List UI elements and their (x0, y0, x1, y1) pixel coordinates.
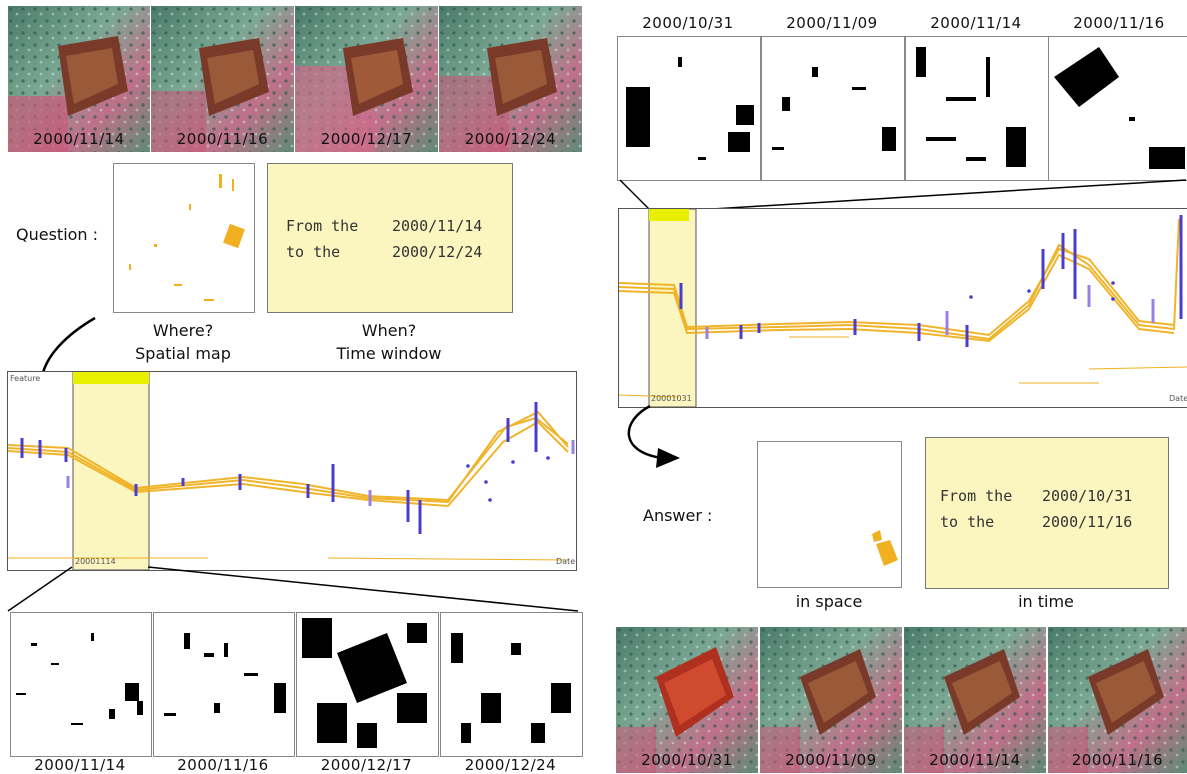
time-window-box: From the 2000/11/14 to the 2000/12/24 (267, 163, 513, 313)
satellite-image: 2000/11/14 (904, 627, 1046, 773)
answer-spatial-map (757, 441, 902, 588)
image-date: 2000/11/16 (1073, 14, 1165, 32)
image-date: 2000/10/31 (641, 751, 733, 769)
window-from-date: 2000/11/14 (392, 217, 483, 235)
image-date: 2000/12/17 (320, 130, 413, 148)
in-time-label: in time (1018, 592, 1074, 611)
satellite-image: 2000/10/31 (616, 627, 758, 773)
image-date: 2000/11/14 (929, 751, 1021, 769)
window-from-date: 2000/10/31 (1042, 487, 1133, 505)
window-from-prefix: From the (286, 217, 359, 235)
satellite-image: 2000/11/09 (760, 627, 902, 773)
image-date: 2000/11/14 (930, 14, 1022, 32)
image-date: 2000/11/09 (785, 751, 877, 769)
binary-map (761, 36, 905, 181)
binary-map (617, 36, 761, 181)
satellite-image: 2000/11/14 (8, 6, 150, 152)
window-to-date: 2000/11/16 (1042, 513, 1133, 531)
image-date: 2000/11/09 (786, 14, 878, 32)
y-axis-label: Feature (10, 374, 41, 383)
image-date: 2000/11/16 (1071, 751, 1164, 769)
binary-map (440, 612, 583, 757)
image-date: 2000/12/24 (464, 756, 557, 774)
time-window-label: Time window (336, 344, 442, 363)
image-date: 2000/11/16 (177, 756, 269, 774)
window-start-tag: 20001031 (651, 394, 692, 403)
satellite-image: 2000/12/17 (295, 6, 438, 152)
binary-map (905, 36, 1049, 181)
image-date: 2000/11/14 (34, 756, 126, 774)
window-from-prefix: From the (940, 487, 1013, 505)
zoom-connector (7, 566, 579, 612)
binary-map (296, 612, 439, 757)
question-label: Question : (16, 225, 99, 244)
image-date: 2000/12/24 (464, 130, 557, 148)
curved-arrow-icon (627, 404, 680, 468)
x-axis-label: Date (556, 557, 576, 566)
binary-map (1048, 36, 1187, 181)
image-date: 2000/11/14 (33, 130, 125, 148)
image-date: 2000/10/31 (642, 14, 734, 32)
answer-time-window-box: From the 2000/10/31 to the 2000/11/16 (925, 437, 1169, 589)
image-date: 2000/11/16 (176, 130, 269, 148)
satellite-image: 2000/11/16 (1048, 627, 1187, 773)
spatial-map-label: Spatial map (135, 344, 231, 363)
spatial-map (113, 163, 255, 313)
x-axis-label: Date (1169, 394, 1187, 403)
in-space-label: in space (795, 592, 863, 611)
image-date: 2000/12/17 (320, 756, 413, 774)
where-label: Where? (152, 321, 214, 340)
when-label: When? (361, 321, 417, 340)
zoom-connector (619, 179, 1187, 211)
satellite-image: 2000/12/24 (439, 6, 582, 152)
binary-map (153, 612, 295, 757)
answer-label: Answer : (643, 506, 713, 525)
window-to-date: 2000/12/24 (392, 243, 483, 261)
window-start-tag: 20001114 (75, 557, 116, 566)
time-series-chart: Feature 20001114 Date (7, 371, 577, 571)
binary-map (10, 612, 152, 757)
window-to-prefix: to the (286, 243, 341, 261)
time-series-chart: 20001031 Date (618, 208, 1187, 408)
satellite-image: 2000/11/16 (151, 6, 294, 152)
window-to-prefix: to the (940, 513, 995, 531)
